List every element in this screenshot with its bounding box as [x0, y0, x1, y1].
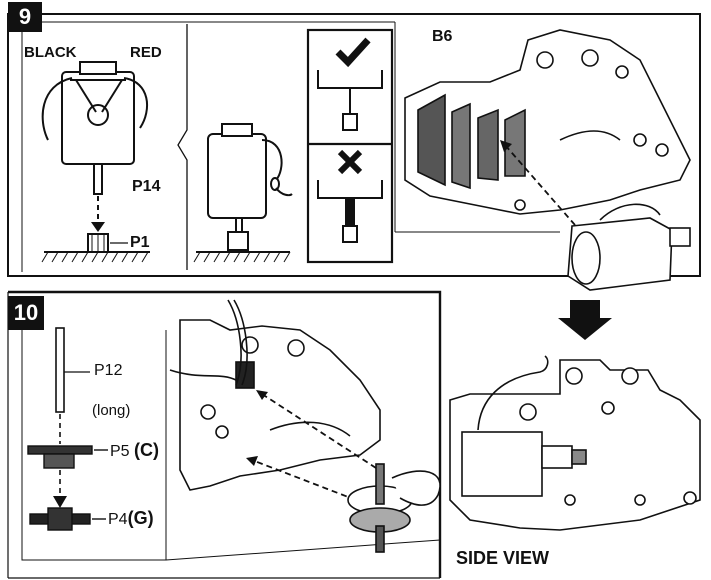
step-9-badge: 9 [8, 2, 42, 32]
down-arrow-icon [558, 300, 612, 340]
motor-p14-drawing [41, 61, 148, 195]
cross-icon [337, 149, 363, 175]
label-part-p4: P4(G) [108, 508, 154, 529]
label-part-p1: P1 [130, 234, 150, 251]
correct-incorrect-box [306, 28, 394, 264]
shaft-p12-drawing [55, 327, 65, 413]
side-view-title: SIDE VIEW [456, 548, 550, 568]
label-part-p12: P12 [94, 362, 123, 379]
gear-p5-drawing [27, 445, 108, 469]
label-part-p5: P5 (C) [110, 440, 159, 461]
side-view-drawing [449, 355, 701, 531]
gear-p4-drawing [29, 507, 106, 531]
step9-frame [7, 13, 701, 277]
p5-code: (C) [134, 440, 160, 460]
hand-with-gear-drawing [347, 463, 441, 553]
chassis-b6-drawing [404, 29, 691, 215]
label-part-p14: P14 [132, 178, 161, 195]
checkmark-icon [335, 37, 371, 68]
chassis-step10-drawing [169, 299, 381, 491]
motor-b6-drawing [567, 203, 691, 291]
label-red-wire: RED [130, 44, 162, 61]
p4-name: P4 [108, 511, 128, 528]
label-black-wire: BLACK [24, 44, 77, 61]
motor-side-drawing [207, 123, 293, 251]
step9-divider [177, 24, 188, 270]
label-part-b6: B6 [432, 28, 453, 45]
step-10-badge: 10 [8, 296, 44, 330]
p4-code: (G) [127, 508, 154, 528]
label-long: (long) [92, 402, 131, 419]
p5-name: P5 [110, 443, 130, 460]
